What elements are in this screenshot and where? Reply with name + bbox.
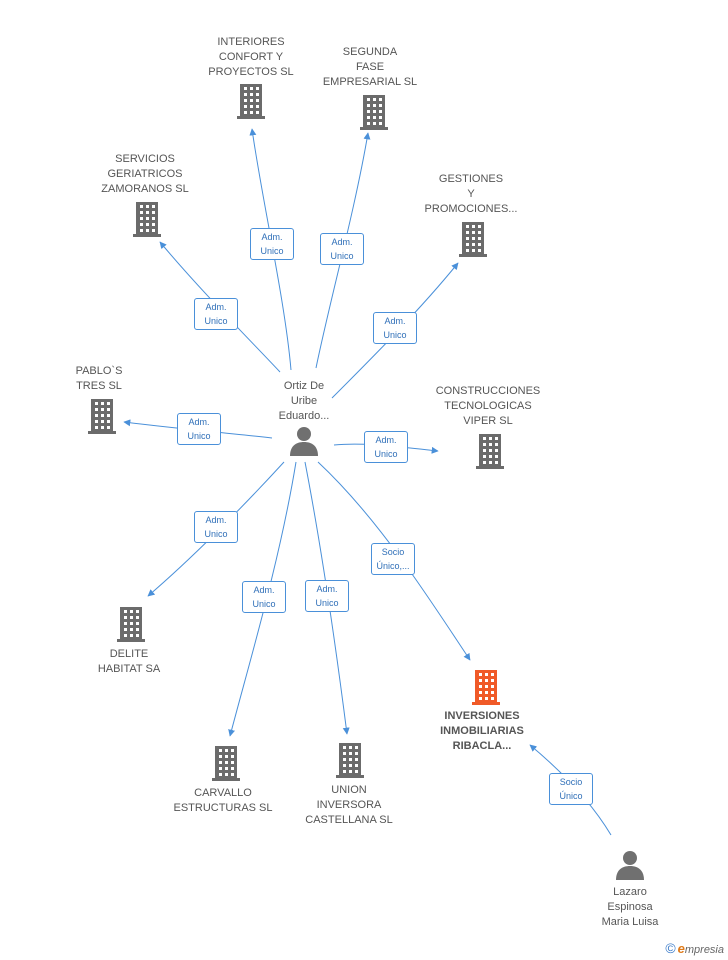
edge-label-ortiz-carvallo[interactable]: Adm. Unico bbox=[242, 581, 286, 613]
node-label-interiores[interactable]: INTERIORES CONFORT Y PROYECTOS SL bbox=[208, 36, 294, 78]
edge-label-ortiz-inversiones[interactable]: Socio Único,... bbox=[371, 543, 415, 575]
node-label-ortiz[interactable]: Ortiz De Uribe Eduardo... bbox=[278, 380, 330, 422]
edge-label-lazaro-inversiones[interactable]: Socio Único bbox=[549, 773, 593, 805]
copyright-icon: © bbox=[665, 940, 676, 956]
building-icon[interactable] bbox=[236, 83, 266, 124]
building-icon[interactable] bbox=[471, 669, 501, 710]
edge-label-ortiz-interiores[interactable]: Adm. Unico bbox=[250, 228, 294, 260]
node-label-inversiones[interactable]: INVERSIONES INMOBILIARIAS RIBACLA... bbox=[440, 710, 524, 752]
edge-label-ortiz-segunda[interactable]: Adm. Unico bbox=[320, 233, 364, 265]
building-icon[interactable] bbox=[87, 398, 117, 439]
building-icon[interactable] bbox=[335, 742, 365, 783]
node-label-carvallo[interactable]: CARVALLO ESTRUCTURAS SL bbox=[173, 787, 273, 814]
building-icon[interactable] bbox=[116, 606, 146, 647]
building-icon[interactable] bbox=[211, 745, 241, 786]
edge-label-ortiz-gestiones[interactable]: Adm. Unico bbox=[373, 312, 417, 344]
brand-logo-e: e bbox=[677, 941, 685, 956]
edge-label-ortiz-pablos[interactable]: Adm. Unico bbox=[177, 413, 221, 445]
edge-label-ortiz-delite[interactable]: Adm. Unico bbox=[194, 511, 238, 543]
person-icon[interactable] bbox=[289, 426, 319, 461]
brand-logo-text: mpresia bbox=[684, 944, 724, 956]
building-icon[interactable] bbox=[475, 433, 505, 474]
node-label-gestiones[interactable]: GESTIONES Y PROMOCIONES... bbox=[424, 173, 518, 215]
building-icon[interactable] bbox=[132, 201, 162, 242]
node-label-delite[interactable]: DELITE HABITAT SA bbox=[97, 648, 161, 675]
node-label-servicios[interactable]: SERVICIOS GERIATRICOS ZAMORANOS SL bbox=[101, 153, 189, 195]
node-label-lazaro[interactable]: Lazaro Espinosa Maria Luisa bbox=[601, 886, 659, 928]
node-label-construcciones[interactable]: CONSTRUCCIONES TECNOLOGICAS VIPER SL bbox=[435, 385, 541, 427]
person-icon[interactable] bbox=[615, 850, 645, 885]
building-icon[interactable] bbox=[458, 221, 488, 262]
edge-label-ortiz-servicios[interactable]: Adm. Unico bbox=[194, 298, 238, 330]
brand-footer: ©empresia bbox=[665, 940, 724, 956]
node-label-union[interactable]: UNION INVERSORA CASTELLANA SL bbox=[305, 784, 393, 826]
node-label-pablos[interactable]: PABLO`S TRES SL bbox=[75, 365, 123, 392]
edge-label-ortiz-construcciones[interactable]: Adm. Unico bbox=[364, 431, 408, 463]
edge-label-ortiz-union[interactable]: Adm. Unico bbox=[305, 580, 349, 612]
building-icon[interactable] bbox=[359, 94, 389, 135]
node-label-segunda[interactable]: SEGUNDA FASE EMPRESARIAL SL bbox=[322, 46, 418, 88]
